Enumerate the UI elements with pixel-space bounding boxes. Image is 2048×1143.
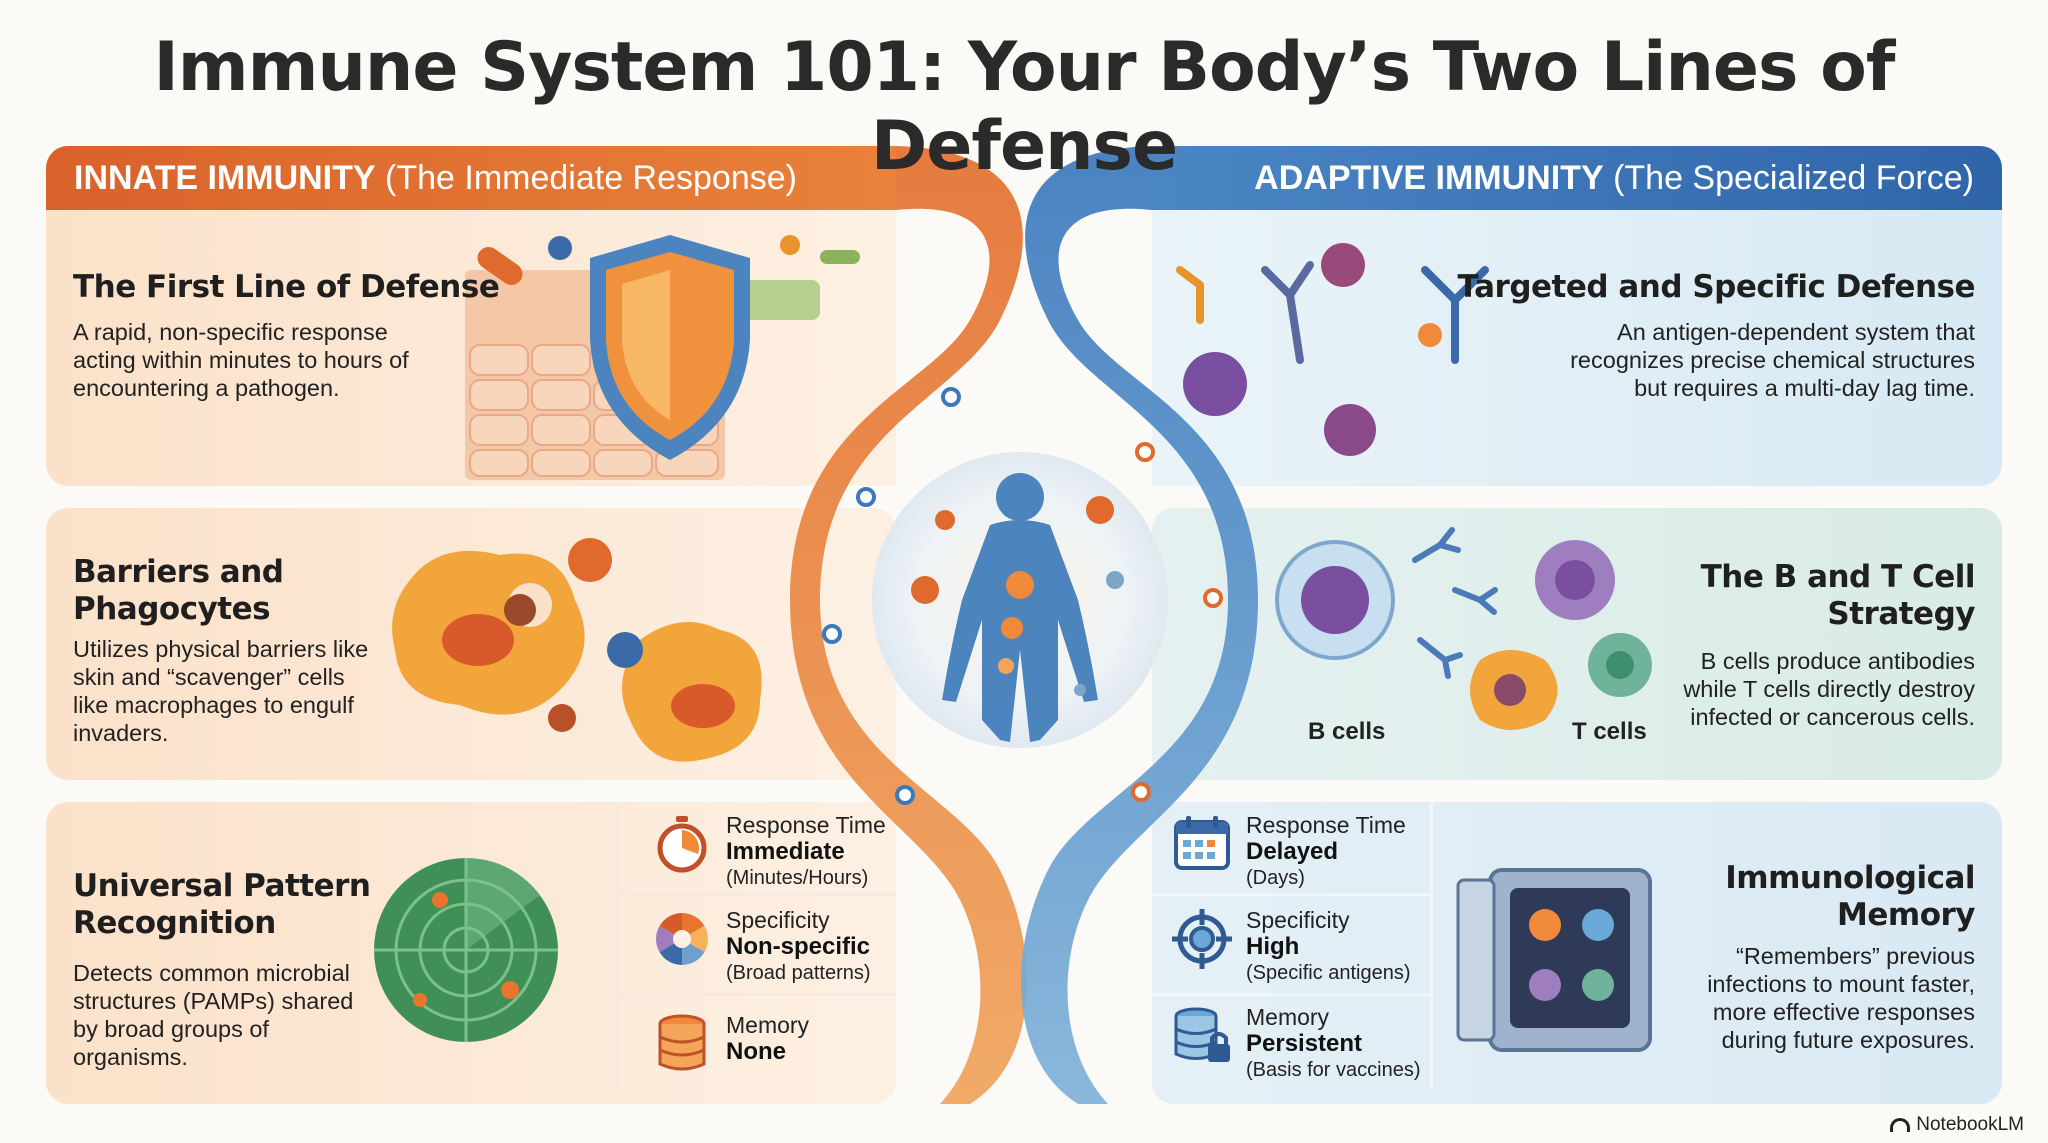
innate-card2-heading-line2: Phagocytes [73,591,271,627]
adaptive-card3-body-line2: infections to mount faster, [1707,971,1975,997]
adaptive-card-targeted [1152,210,2002,486]
adaptive-card1-body-line1: An antigen-dependent system that [1617,319,1975,345]
stat-note: (Basis for vaccines) [1246,1059,1421,1081]
adaptive-card3-body-line3: more effective responses [1712,999,1975,1025]
stat-label: Memory [726,1012,810,1038]
adaptive-stat-specificity: Specificity High (Specific antigens) [1170,907,1411,985]
database-icon [658,1014,706,1071]
adaptive-header-title: ADAPTIVE IMMUNITY [1254,158,1604,197]
divider [620,893,896,896]
stopwatch-icon [657,816,707,873]
macrophage-icon [392,550,585,715]
innate-header-subtitle: (The Immediate Response) [375,158,797,197]
stat-value: Immediate [726,838,845,865]
divider [617,802,620,1088]
ribbon-dot [1203,588,1223,608]
macrophage-icon [622,622,762,762]
innate-stat-memory: Memory None [650,1012,809,1076]
divider [1152,893,1430,896]
notebooklm-logo-icon [1890,1118,1911,1132]
ribbon-dot [941,387,961,407]
stat-label: Specificity [726,907,830,933]
divider [1430,802,1433,1088]
adaptive-header: ADAPTIVE IMMUNITY (The Specialized Force… [1152,146,2002,210]
innate-header-title: INNATE IMMUNITY [74,158,376,197]
adaptive-stat-response-time: Response Time Delayed (Days) [1170,812,1406,890]
adaptive-card1-heading: Targeted and Specific Defense [1457,269,1975,305]
stat-value: Non-specific [726,933,871,960]
ribbon-dot [822,624,842,644]
innate-card1-heading: The First Line of Defense [73,269,500,305]
stat-label: Memory [1246,1004,1330,1030]
innate-card3-heading-line1: Universal Pattern [73,868,371,904]
t-cells-label: T cells [1572,718,1647,745]
innate-stat-response-time: Response Time Immediate (Minutes/Hours) [650,812,886,890]
divider [620,993,896,996]
innate-stat-specificity: Specificity Non-specific (Broad patterns… [650,907,871,985]
t-cell-icon [1535,540,1652,697]
ribbon-dot [1135,442,1155,462]
adaptive-card3-heading-line2: Memory [1837,897,1975,933]
adaptive-card2-body-line2: while T cells directly destroy [1683,676,1975,702]
innate-card3-body: Detects common microbial structures (PAM… [73,960,354,1070]
innate-card3-heading-line2: Recognition [73,905,276,941]
antibody-icon [1176,261,1489,364]
stat-note: (Minutes/Hours) [726,867,869,889]
stat-value: None [726,1038,786,1065]
target-icon [1172,909,1232,969]
adaptive-card3-body-line1: “Remembers” previous [1736,943,1975,969]
radar-icon [374,857,558,1042]
innate-card2-heading-line1: Barriers and [73,554,284,590]
virus-icon [1183,243,1442,456]
color-wheel-icon [656,913,708,965]
adaptive-card1-body-line2: recognizes precise chemical structures [1570,347,1975,373]
adaptive-ribbon [1020,146,1258,1104]
stat-note: (Days) [1246,867,1305,889]
antibody-icon [1412,527,1498,679]
stat-note: (Broad patterns) [726,962,871,984]
brand-label: NotebookLM [1916,1114,2024,1135]
page-title: Immune System 101: Your Body’s Two Lines… [153,28,1896,186]
innate-card2-body: Utilizes physical barriers like skin and… [73,636,369,746]
stat-label: Specificity [1246,907,1350,933]
adaptive-stat-memory: Memory Persistent (Basis for vaccines) [1170,1004,1421,1082]
adaptive-card2-body-line1: B cells produce antibodies [1700,648,1975,674]
ribbon-dot [895,785,915,805]
stat-note: (Specific antigens) [1246,962,1411,984]
b-cells-label: B cells [1308,718,1386,745]
infected-cell-icon [1470,650,1558,730]
stat-label: Response Time [726,812,886,838]
innate-header: INNATE IMMUNITY (The Immediate Response) [46,146,896,210]
stat-value: Persistent [1246,1030,1363,1057]
adaptive-card3-body-line4: during future exposures. [1721,1027,1975,1053]
stat-value: Delayed [1246,838,1339,865]
ribbon-dot [856,487,876,507]
adaptive-card2-heading-line1: The B and T Cell [1700,559,1976,595]
notebooklm-brand: NotebookLM [1890,1114,2024,1136]
shield-icon [590,235,750,460]
b-cell-icon [1275,540,1395,660]
stat-value: High [1246,933,1300,960]
locked-database-icon [1174,1007,1230,1062]
ribbon-dot [1131,782,1151,802]
divider [1152,993,1430,996]
bacteria-icon [477,235,860,286]
calendar-icon [1174,816,1230,870]
pathogen-icon [504,538,643,732]
adaptive-header-subtitle: (The Specialized Force) [1603,158,1974,197]
adaptive-card2-body-line3: infected or cancerous cells. [1690,704,1975,730]
innate-card1-body: A rapid, non-specific response acting wi… [73,319,409,401]
virus-icon [911,496,1114,604]
vault-icon [1456,868,1652,1052]
innate-ribbon [790,146,1028,1104]
adaptive-card2-heading-line2: Strategy [1827,596,1975,632]
stat-label: Response Time [1246,812,1406,838]
adaptive-card1-body-line3: but requires a multi-day lag time. [1634,375,1975,401]
adaptive-card3-heading-line1: Immunological [1725,860,1975,896]
